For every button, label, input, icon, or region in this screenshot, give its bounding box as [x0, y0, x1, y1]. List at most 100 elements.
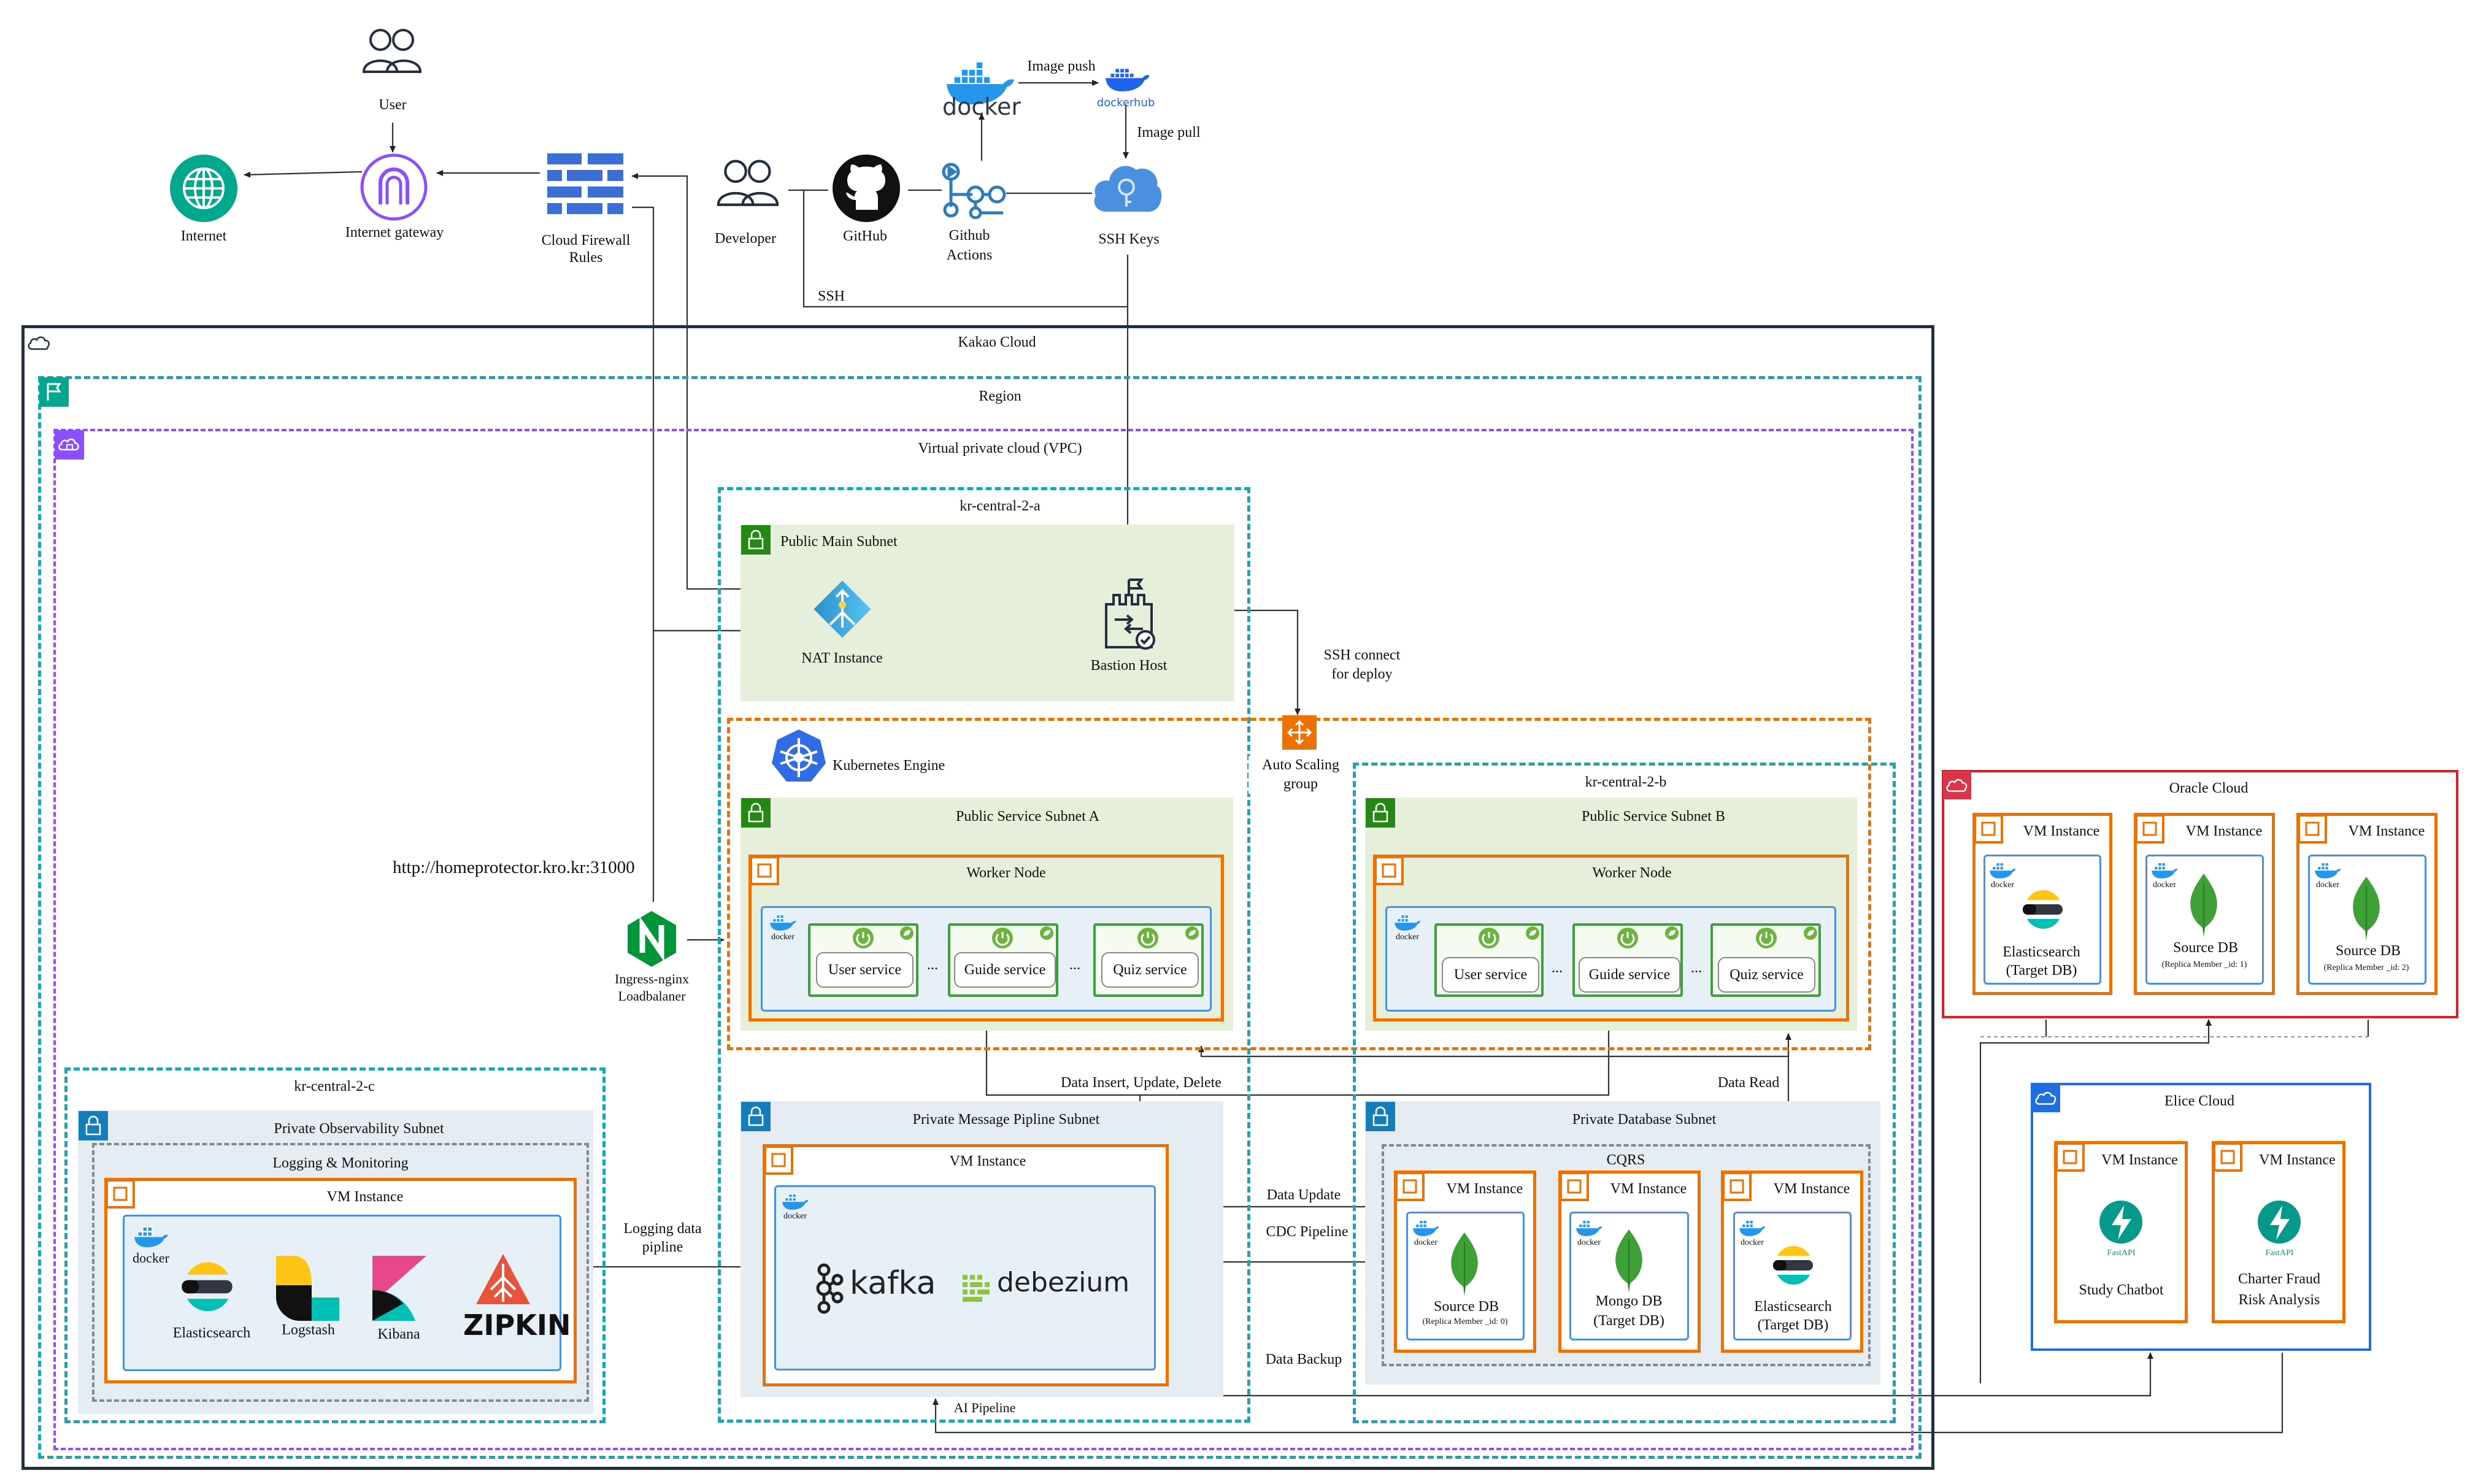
service-url[interactable]: http://homeprotector.kro.kr:31000: [393, 858, 635, 877]
kafka-logo-icon: [813, 1263, 844, 1315]
region-title: Region: [979, 388, 1021, 404]
docker-small-label: docker: [1990, 880, 2015, 890]
user-service-b[interactable]: User service: [1442, 957, 1539, 993]
source-db-sublabel: (Replica Member _id: 0): [1422, 1317, 1508, 1326]
docker-small-icon: [1393, 911, 1422, 937]
worker-node-b: [1373, 855, 1849, 1021]
oracle-src1-label: Source DB: [2173, 940, 2238, 956]
spring-leaf-icon: [1802, 925, 1818, 941]
worker-node-a: [748, 855, 1224, 1021]
dockerhub-wordmark: dockerhub: [1096, 96, 1155, 109]
oracle-cloud-icon: [1943, 771, 1971, 799]
developer-label: Developer: [715, 231, 776, 247]
source-db-label: Source DB: [1434, 1299, 1499, 1315]
oracle-cloud-title: Oracle Cloud: [2169, 780, 2249, 796]
observability-lock-icon: [79, 1111, 108, 1140]
source-vm-title: VM Instance: [1446, 1181, 1523, 1197]
elice-cloud-icon: [2032, 1084, 2060, 1112]
oracle-es-label: Elasticsearch (Target DB): [2003, 944, 2080, 978]
region-flag-icon: [39, 377, 69, 407]
mongodb-leaf-icon: [1448, 1230, 1482, 1298]
guide-service-b[interactable]: Guide service: [1579, 957, 1680, 993]
ellipsis-a2: ...: [1069, 957, 1080, 973]
elasticsearch-label: Elasticsearch: [172, 1325, 251, 1341]
spring-leaf-icon: [1184, 925, 1200, 941]
github-label: GitHub: [843, 228, 887, 244]
fastapi-label: FastAPI: [2265, 1248, 2294, 1258]
subnet-a-lock-icon: [741, 798, 771, 828]
user-service-a[interactable]: User service: [816, 952, 914, 988]
mongo-vm-chip-icon: [1560, 1172, 1589, 1201]
kakao-cloud-title: Kakao Cloud: [958, 334, 1036, 350]
zone-b-boundary: [1353, 763, 1896, 1423]
docker-small-label: docker: [783, 1212, 807, 1221]
region-boundary: [38, 376, 1922, 1459]
worker-b-title: Worker Node: [1592, 865, 1672, 881]
debezium-wordmark: debezium: [997, 1267, 1130, 1298]
oracle-src2-sublabel: (Replica Member _id: 2): [2323, 963, 2409, 972]
message-subnet-title: Private Message Pipline Subnet: [912, 1112, 1100, 1128]
ssh-connect-label: SSH connect for deploy: [1323, 647, 1401, 682]
docker-wordmark: docker: [942, 93, 1021, 120]
cdc-label: CDC Pipeline: [1266, 1224, 1348, 1240]
docker-small-label: docker: [1395, 932, 1420, 942]
oracle-src1-chip-icon: [2135, 814, 2164, 844]
mongodb-leaf-icon: [1612, 1227, 1646, 1294]
spring-leaf-icon: [1039, 925, 1055, 941]
spring-icon: [1136, 926, 1160, 950]
spring-leaf-icon: [1664, 925, 1680, 941]
message-subnet-lock-icon: [741, 1102, 771, 1131]
source-vm-chip-icon: [1395, 1172, 1425, 1201]
mongodb-leaf-icon: [2187, 871, 2221, 939]
autoscaling-label: Auto Scaling group: [1248, 756, 1353, 794]
oracle-es-vm-title: VM Instance: [2023, 823, 2100, 839]
spring-icon: [1477, 926, 1501, 950]
elice-cloud-title: Elice Cloud: [2164, 1093, 2234, 1109]
kibana-label: Kibana: [377, 1326, 420, 1342]
spring-icon: [852, 926, 875, 950]
firewall-label: Cloud Firewall Rules: [541, 233, 631, 266]
github-actions-label: Github Actions: [946, 228, 993, 263]
chatbot-chip-icon: [2055, 1142, 2085, 1172]
github-actions-icon: [942, 161, 1009, 220]
vpc-boundary: [53, 429, 1914, 1450]
logstash-label: Logstash: [282, 1322, 335, 1338]
docker-small-icon: [780, 1190, 810, 1216]
firewall-icon: [546, 152, 626, 217]
oracle-src2-chip-icon: [2298, 814, 2327, 844]
kafka-wordmark: kafka: [850, 1265, 936, 1302]
elasticsearch-logo-icon: [178, 1258, 236, 1316]
kibana-logo-icon: [371, 1255, 429, 1325]
elice-cloud-boundary: [2031, 1083, 2371, 1351]
cqrs-boundary: [1382, 1144, 1871, 1366]
user-icon: [359, 21, 426, 89]
es-vm-title: VM Instance: [1773, 1181, 1850, 1197]
data-update-label: Data Update: [1266, 1187, 1341, 1203]
guide-service-a[interactable]: Guide service: [954, 952, 1056, 988]
subnet-a-title: Public Service Subnet A: [956, 809, 1099, 825]
image-push-label: Image push: [1027, 58, 1096, 74]
quiz-service-a[interactable]: Quiz service: [1101, 952, 1199, 988]
docker-small-label: docker: [1414, 1238, 1438, 1247]
elasticsearch-logo-icon: [1770, 1242, 1816, 1288]
charter-fraud-label: Charter Fraud Risk Analysis: [2238, 1271, 2320, 1308]
bastion-host-icon: [1095, 567, 1163, 653]
quiz-service-b[interactable]: Quiz service: [1718, 957, 1815, 993]
debezium-logo-icon: [960, 1271, 992, 1303]
kakao-cloud-boundary: [21, 325, 1934, 1470]
internet-gateway-icon: [359, 152, 429, 223]
cloud-icon: [25, 328, 54, 358]
developer-icon: [712, 152, 785, 223]
docker-small-icon: [1737, 1217, 1767, 1242]
oracle-src1-vm-title: VM Instance: [2185, 823, 2263, 839]
kubernetes-icon: [770, 727, 828, 785]
spring-leaf-icon: [899, 925, 915, 941]
nat-instance-icon: [809, 575, 876, 643]
nat-instance-label: NAT Instance: [801, 650, 883, 666]
internet-globe-icon: [169, 153, 239, 224]
study-chatbot-label: Study Chatbot: [2079, 1282, 2164, 1298]
docker-small-icon: [1574, 1217, 1604, 1242]
docker-small-label: docker: [1577, 1238, 1601, 1247]
oracle-src1-sublabel: (Replica Member _id: 1): [2161, 960, 2247, 969]
mongo-vm-title: VM Instance: [1610, 1181, 1687, 1197]
